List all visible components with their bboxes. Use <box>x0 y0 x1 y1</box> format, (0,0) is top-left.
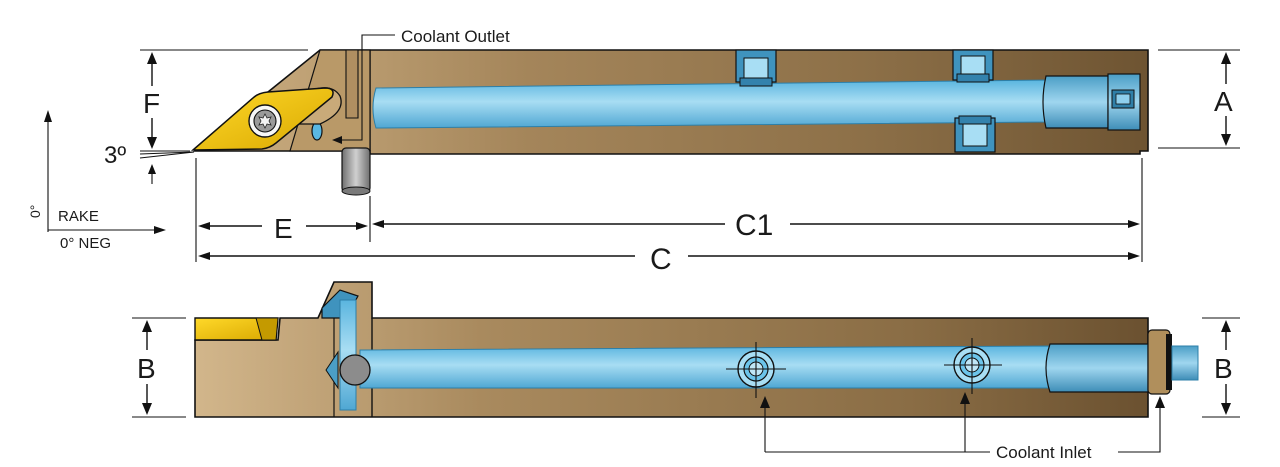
coolant-bore-top <box>372 79 1051 129</box>
coolant-outlet-callout: Coolant Outlet <box>332 27 510 144</box>
locating-pin <box>341 147 371 193</box>
coolant-inlet-port-2 <box>944 338 1002 394</box>
rake-indicator: 0° RAKE 0° NEG <box>27 110 166 252</box>
set-screw-1 <box>735 49 777 87</box>
coolant-fitting-top <box>1042 75 1109 129</box>
dim-C1: C1 <box>372 209 1140 242</box>
angle-label: 3º <box>104 142 126 169</box>
dim-B-left-label: B <box>137 353 156 384</box>
inlet-tube <box>1171 345 1199 381</box>
coolant-outlet-nozzle <box>311 121 323 141</box>
dim-C1-label: C1 <box>735 209 773 242</box>
zero-neg-label: 0° NEG <box>60 235 111 252</box>
rake-label: RAKE <box>58 208 99 225</box>
side-view <box>194 281 1199 418</box>
dim-A-label: A <box>1214 86 1233 117</box>
angle-3deg: 3º <box>104 142 195 184</box>
coolant-bore-side <box>359 345 1051 389</box>
coolant-fitting-side <box>1045 343 1149 393</box>
set-screw-2 <box>952 49 994 83</box>
coolant-inlet-label: Coolant Inlet <box>996 443 1092 462</box>
dim-C: C <box>198 243 1140 276</box>
top-view <box>190 49 1149 196</box>
dim-B-right-label: B <box>1214 353 1233 384</box>
coolant-inlet-callout: Coolant Inlet <box>760 392 1165 462</box>
dim-B-right: B <box>1202 317 1240 418</box>
dim-E: E <box>198 213 368 244</box>
dim-C-label: C <box>650 243 672 276</box>
coolant-outlet-label: Coolant Outlet <box>401 27 510 46</box>
dim-A: A <box>1158 49 1240 149</box>
coolant-outlet-channel <box>345 49 359 119</box>
dim-F-label: F <box>143 88 160 119</box>
set-screw-3 <box>954 115 996 153</box>
torx-icon <box>258 113 272 129</box>
coolant-inlet-port-1 <box>726 342 786 398</box>
dim-E-label: E <box>274 213 293 244</box>
dim-B-left: B <box>132 317 186 418</box>
dim-F: F <box>140 49 308 152</box>
plug-ball <box>339 354 371 386</box>
zero-deg-label: 0° <box>27 205 43 218</box>
